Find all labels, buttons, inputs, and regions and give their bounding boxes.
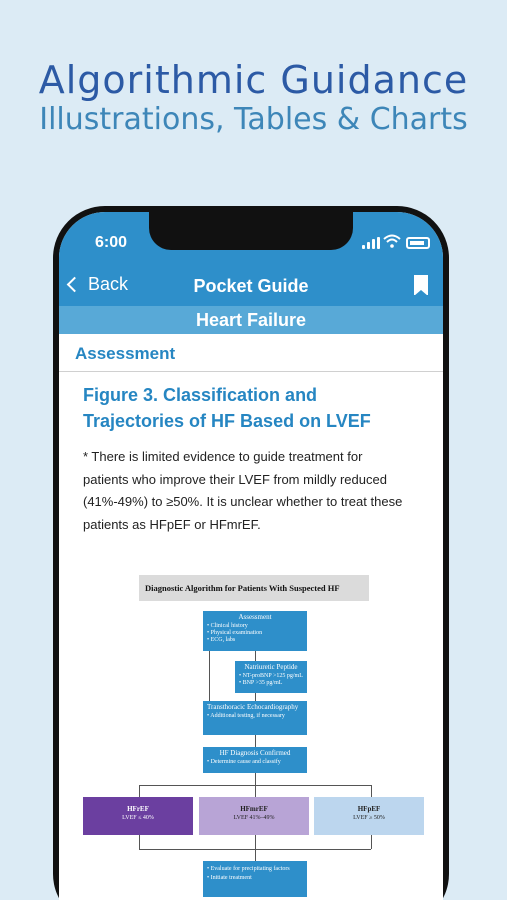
hfref-subtitle: LVEF ≤ 40% xyxy=(122,815,154,821)
hfref-box: HFrEF LVEF ≤ 40% xyxy=(83,797,193,835)
evaluate-item: • Initiate treatment xyxy=(207,875,252,881)
peptide-title: Natriuretic Peptide xyxy=(244,663,298,671)
diagnosis-item: • Determine cause and classify xyxy=(207,759,281,765)
navigation-bar: Back Pocket Guide xyxy=(59,268,443,306)
subsection-header: Assessment xyxy=(59,334,443,372)
battery-icon xyxy=(406,237,430,249)
connector xyxy=(371,785,372,797)
subsection-title: Assessment xyxy=(75,344,176,363)
hfmref-subtitle: LVEF 41%–49% xyxy=(233,815,275,821)
app-screen: 6:00 Back Pocket Guide Heart Failure Ass… xyxy=(59,212,443,900)
promo-headline: Algorithmic Guidance xyxy=(38,58,469,102)
echocardiography-box: Transthoracic Echocardiography • Additio… xyxy=(203,701,307,735)
connector xyxy=(371,835,372,849)
back-button[interactable]: Back xyxy=(66,274,129,295)
assessment-item: • Physical examination xyxy=(207,630,263,636)
connector xyxy=(209,651,210,701)
peptide-item: • BNP >35 pg/mL xyxy=(239,680,283,686)
connector xyxy=(255,651,256,661)
hfmref-box: HFmrEF LVEF 41%–49% xyxy=(199,797,309,835)
wifi-icon xyxy=(383,234,401,248)
phone-frame: 6:00 Back Pocket Guide Heart Failure Ass… xyxy=(53,206,449,900)
promo-subheadline: Illustrations, Tables & Charts xyxy=(39,102,468,137)
connector xyxy=(255,785,256,797)
echo-title: Transthoracic Echocardiography xyxy=(207,703,299,711)
assessment-box: Assessment • Clinical history • Physical… xyxy=(203,611,307,651)
hfref-title: HFrEF xyxy=(127,805,149,813)
connector xyxy=(139,785,140,797)
figure-title: Figure 3. Classification and Trajectorie… xyxy=(83,385,371,431)
assessment-item: • Clinical history xyxy=(207,623,248,629)
cellular-signal-icon xyxy=(362,237,380,249)
back-label: Back xyxy=(88,274,129,294)
hfmref-title: HFmrEF xyxy=(240,805,268,813)
diagnosis-title: HF Diagnosis Confirmed xyxy=(219,749,291,757)
hfpef-box: HFpEF LVEF ≥ 50% xyxy=(314,797,424,835)
section-title: Heart Failure xyxy=(59,306,443,334)
assessment-item: • ECG, labs xyxy=(207,637,236,643)
hfpef-subtitle: LVEF ≥ 50% xyxy=(353,815,385,821)
peptide-item: • NT-proBNP >125 pg/mL xyxy=(239,673,303,679)
phone-notch xyxy=(149,212,353,250)
bookmark-icon[interactable] xyxy=(414,275,428,296)
assessment-title: Assessment xyxy=(238,613,272,621)
evaluate-box: • Evaluate for precipitating factors • I… xyxy=(203,861,307,897)
hfpef-title: HFpEF xyxy=(357,805,381,813)
connector xyxy=(139,835,140,849)
connector xyxy=(139,849,371,850)
nav-title: Pocket Guide xyxy=(193,276,309,296)
connector xyxy=(255,773,256,785)
connector xyxy=(255,693,256,701)
diagnostic-flowchart: Diagnostic Algorithm for Patients With S… xyxy=(59,567,443,900)
echo-item: • Additional testing, if necessary xyxy=(207,713,285,719)
evaluate-item: • Evaluate for precipitating factors xyxy=(207,866,290,872)
status-time: 6:00 xyxy=(95,234,128,251)
connector xyxy=(255,735,256,747)
figure-note: * There is limited evidence to guide tre… xyxy=(83,449,403,532)
natriuretic-peptide-box: Natriuretic Peptide • NT-proBNP >125 pg/… xyxy=(235,661,307,693)
connector xyxy=(255,835,256,861)
hf-diagnosis-box: HF Diagnosis Confirmed • Determine cause… xyxy=(203,747,307,773)
flowchart-title: Diagnostic Algorithm for Patients With S… xyxy=(139,575,369,601)
